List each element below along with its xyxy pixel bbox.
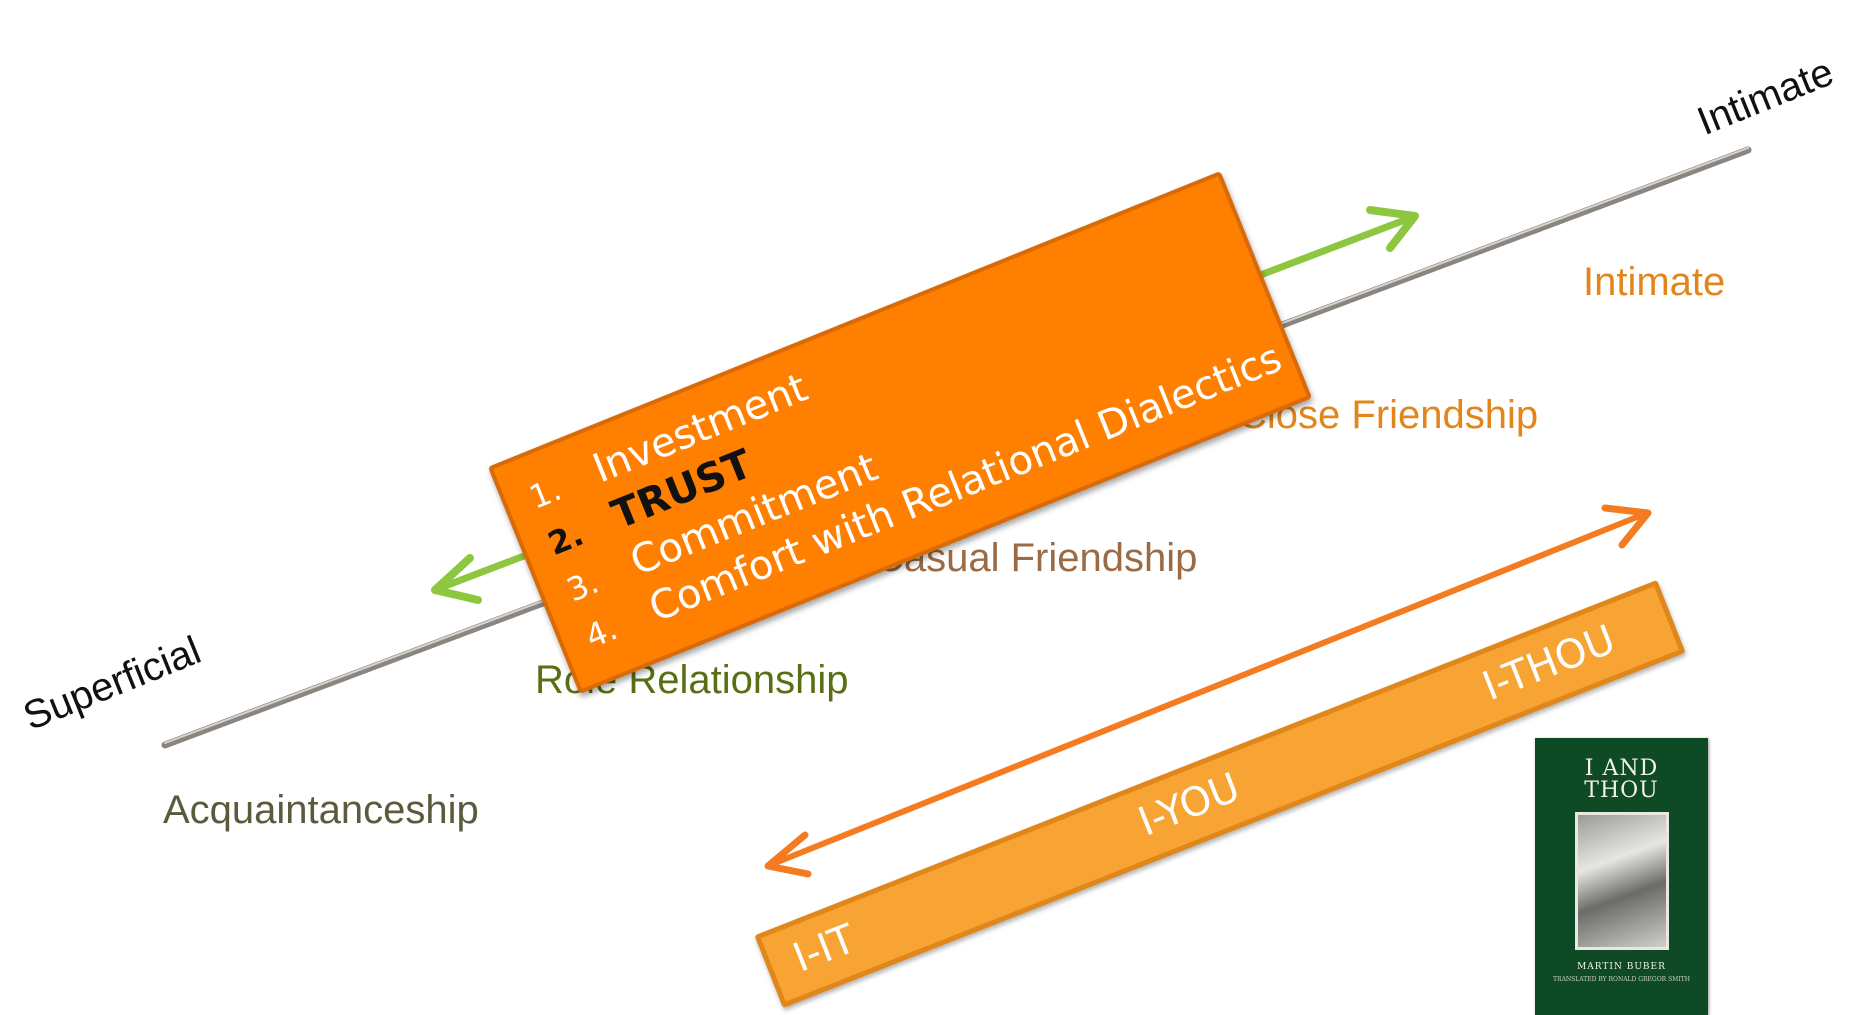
book-translator: TRANSLATED BY RONALD GREGOR SMITH: [1553, 976, 1690, 983]
level-acquaintanceship: Acquaintanceship: [163, 788, 479, 832]
book-portrait-image: [1574, 812, 1669, 950]
book-title-line1: I AND: [1584, 756, 1659, 781]
book-author: MARTIN BUBER: [1577, 962, 1666, 972]
stage-i-it: I-IT: [786, 915, 862, 982]
book-title-line2: THOU: [1584, 778, 1659, 803]
i-and-thou-book-cover: I AND THOU MARTIN BUBER TRANSLATED BY RO…: [1535, 738, 1708, 1015]
level-intimate: Intimate: [1583, 260, 1726, 304]
orange-double-arrow: [764, 504, 1652, 878]
